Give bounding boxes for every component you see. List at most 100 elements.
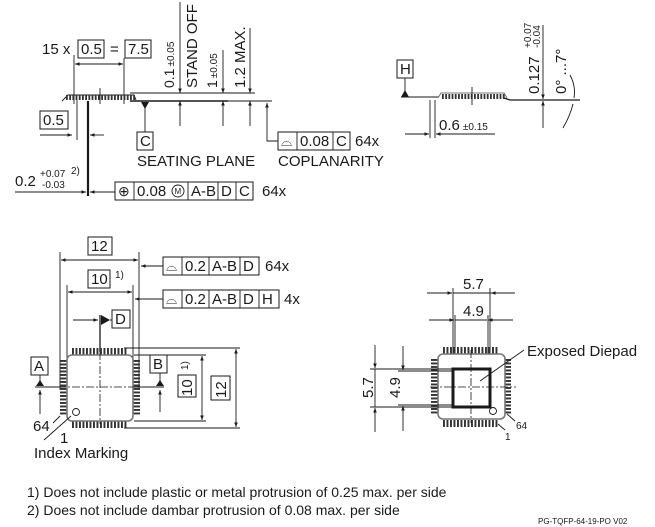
lead <box>431 397 438 400</box>
lead-detail-view: H 0.127 +0.07 -0.04 0° ...7° 0.6±0.15 <box>396 22 580 138</box>
pin-1-label: 1 <box>505 432 511 443</box>
lead <box>431 411 438 414</box>
package-body <box>437 353 506 420</box>
body-size-note: 1) <box>115 270 124 281</box>
drawing-id: PG-TQFP-64-19-PO V02 <box>538 517 628 526</box>
profile-2-value: 0.2 <box>185 291 206 308</box>
lead <box>60 391 67 394</box>
top-view: 12 10 1) ⌓ 0.2 A-B D 64x ⌓ <box>30 236 300 462</box>
package-leads <box>60 348 140 428</box>
datum-h: H <box>400 61 411 78</box>
lead <box>103 348 106 355</box>
lead <box>457 420 459 427</box>
lead <box>110 348 113 355</box>
lead <box>96 421 99 428</box>
pin-1-label: 1 <box>60 430 68 447</box>
lead <box>443 347 445 354</box>
pitch-total-value: 7.5 <box>128 41 149 58</box>
lead <box>133 381 140 383</box>
lead <box>504 397 511 400</box>
index-marking-dot <box>489 407 497 415</box>
lead <box>471 420 473 427</box>
lead <box>499 94 502 99</box>
lead <box>124 421 127 428</box>
lead <box>504 376 511 379</box>
lead <box>107 421 109 428</box>
lead <box>60 370 67 373</box>
lead <box>496 94 499 99</box>
lead-width-tol-plus: +0.07 <box>40 169 66 180</box>
lead <box>481 420 484 427</box>
position-datum-d: D <box>221 183 232 200</box>
lead <box>72 348 74 355</box>
lead <box>445 94 447 99</box>
lead <box>474 94 476 99</box>
lead <box>486 94 489 99</box>
lead <box>88 95 91 100</box>
position-value: 0.08 <box>137 183 166 200</box>
lead <box>474 420 477 427</box>
coplanarity-count: 64x <box>355 133 380 150</box>
lead <box>110 421 113 428</box>
lead <box>104 95 107 100</box>
datum-a-box <box>30 356 49 376</box>
lead <box>78 95 81 100</box>
lead <box>450 420 452 427</box>
lead <box>446 347 449 354</box>
lead <box>60 409 67 411</box>
lead <box>75 348 78 355</box>
lead <box>431 359 438 361</box>
lead <box>431 404 438 407</box>
body-size-vertical: 10 <box>179 379 196 396</box>
profile-frame-64x: ⌓ 0.2 A-B D <box>162 256 260 276</box>
lead <box>133 391 140 394</box>
lead <box>107 348 109 355</box>
lead <box>478 347 480 354</box>
note-2: 2) Does not include dambar protrusion of… <box>27 502 400 518</box>
standoff-value: 0.1±0.05 <box>161 41 177 88</box>
lead <box>504 394 511 396</box>
exposed-diepad-label: Exposed Diepad <box>527 343 637 360</box>
lead <box>133 370 140 373</box>
lead <box>502 94 505 99</box>
lead <box>504 411 511 414</box>
lead <box>481 347 484 354</box>
lead <box>133 395 140 397</box>
position-datum-ab: A-B <box>191 183 216 200</box>
lead <box>495 420 498 427</box>
lead-width-note: 2) <box>71 166 80 177</box>
lead <box>126 95 129 100</box>
lead <box>60 360 67 362</box>
pad-outer-width: 5.7 <box>463 276 484 293</box>
lead <box>60 412 67 415</box>
lead <box>60 405 67 408</box>
lead <box>89 348 92 355</box>
lead <box>467 420 470 427</box>
lead <box>60 367 67 369</box>
lead <box>431 376 438 379</box>
lead <box>114 421 116 428</box>
lead <box>60 398 67 401</box>
lead <box>443 420 445 427</box>
lead <box>453 420 456 427</box>
lead <box>85 95 87 100</box>
lead <box>451 94 454 99</box>
lead <box>114 95 116 100</box>
side-leads <box>66 95 135 100</box>
profile-2-datum-ab: A-B <box>212 291 237 308</box>
overall-size-box <box>87 236 113 256</box>
lead <box>483 94 486 99</box>
lead <box>464 420 466 427</box>
body-thickness: 1±0.05 <box>204 53 220 88</box>
lead <box>460 420 463 427</box>
lead <box>504 408 511 410</box>
profile-1-datum-ab: A-B <box>212 258 237 275</box>
coplanarity-value: 0.08 <box>300 133 329 150</box>
profile-2-datum-d: D <box>243 291 254 308</box>
lead <box>133 409 140 411</box>
lead <box>504 401 511 403</box>
profile-surface-icon: ⌓ <box>166 291 177 307</box>
overall-size-v-box <box>210 375 231 401</box>
lead <box>504 387 511 389</box>
position-count: 64x <box>262 183 287 200</box>
